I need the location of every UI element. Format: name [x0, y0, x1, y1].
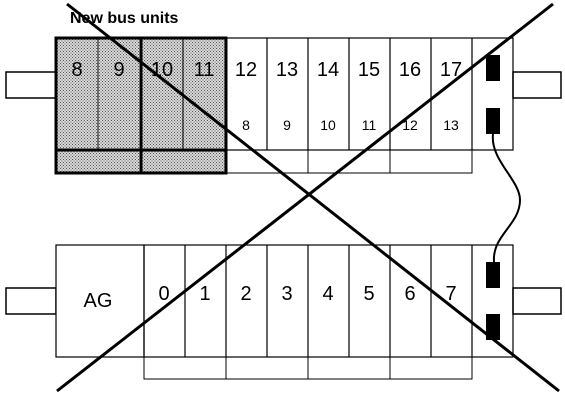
lower-interface-module — [486, 262, 500, 340]
upper-left-rail — [5, 71, 57, 99]
new-slot-label: 8 — [71, 59, 82, 81]
upper-interface-module — [486, 55, 500, 134]
slot-label: 14 — [317, 59, 339, 81]
slot-label: 12 — [235, 59, 257, 81]
slot-sub-label: 12 — [402, 117, 418, 133]
upper-right-rail — [512, 71, 562, 99]
connector-port — [486, 262, 500, 288]
lower-right-rail — [512, 287, 562, 315]
new-slot-label: 9 — [113, 59, 124, 81]
slot-label: 3 — [281, 283, 292, 305]
slot-label: 6 — [404, 283, 415, 305]
slot-label: 5 — [363, 283, 374, 305]
slot-sub-label: 11 — [362, 117, 377, 133]
slot-label: 15 — [358, 59, 380, 81]
ag-module — [55, 244, 145, 358]
slot-label: 13 — [276, 59, 298, 81]
connector-port — [486, 314, 500, 340]
new-slot-label: 11 — [194, 59, 215, 81]
slot-label: 4 — [322, 283, 333, 305]
slot-sub-label: 8 — [242, 117, 250, 133]
slot-label: 17 — [440, 59, 462, 81]
upper-modules: 12 13 14 15 16 17 8 9 10 11 12 13 — [225, 37, 514, 174]
connector-port — [486, 55, 500, 81]
new-bus-units-block: 8 9 10 11 — [54, 36, 228, 175]
ag-label: AG — [84, 290, 113, 312]
slot-label: 7 — [445, 283, 456, 305]
diagram-title: New bus units — [70, 10, 179, 27]
slot-label: 2 — [240, 283, 251, 305]
crossed-out-mark — [56, 2, 560, 393]
slot-label: 16 — [399, 59, 421, 81]
lower-rack: AG 0 1 2 3 4 5 6 7 — [5, 244, 562, 380]
slot-sub-label: 10 — [320, 117, 336, 133]
slot-label: 0 — [158, 283, 169, 305]
interconnect-cable — [491, 133, 522, 263]
connector-port — [486, 108, 500, 134]
upper-rack: 8 9 10 11 12 13 14 15 16 17 8 9 1 — [5, 36, 562, 175]
slot-label: 1 — [199, 283, 210, 305]
slot-sub-label: 9 — [283, 117, 291, 133]
lower-left-rail — [5, 287, 57, 315]
slot-sub-label: 13 — [443, 117, 459, 133]
